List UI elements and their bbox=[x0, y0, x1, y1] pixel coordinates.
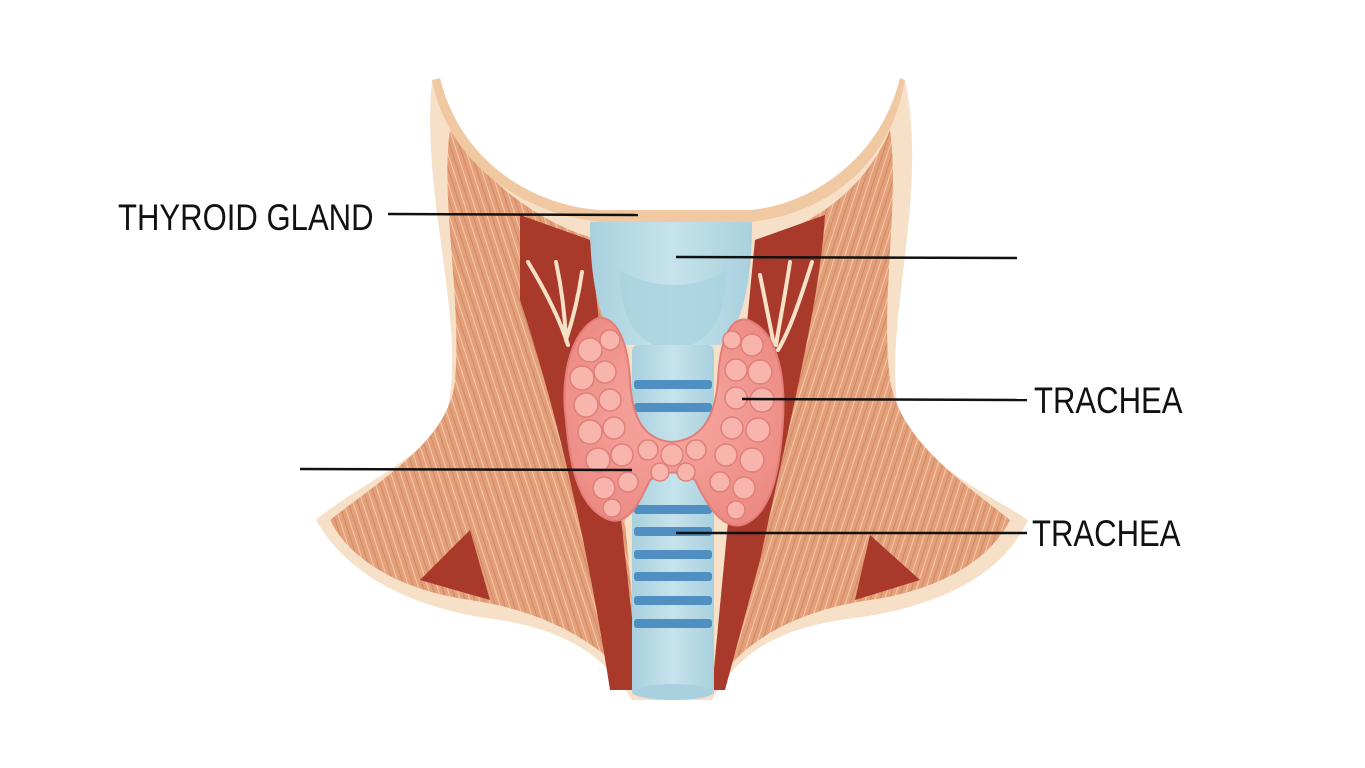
trachea-tube bbox=[632, 345, 714, 695]
trachea-cartilage-rings bbox=[634, 380, 712, 628]
leader-line-trachea-upper bbox=[741, 397, 1028, 402]
leader-line-thyroid-gland bbox=[387, 212, 639, 217]
trachea-lower-label: TRACHEA bbox=[1032, 513, 1181, 554]
thyroid-lobules bbox=[569, 329, 775, 520]
trachea-bottom bbox=[632, 684, 714, 700]
leader-line-unlabeled-upper-right bbox=[675, 255, 1018, 260]
leader-lines bbox=[299, 212, 1028, 535]
trachea-upper-label: TRACHEA bbox=[1034, 380, 1183, 421]
larynx-inner bbox=[620, 270, 726, 350]
leader-line-unlabeled-left bbox=[299, 467, 633, 472]
right-lower-dark-band bbox=[855, 535, 920, 600]
left-lower-dark-band bbox=[420, 530, 490, 600]
nerve-branches bbox=[526, 260, 814, 352]
thyroid-gland-label: THYROID GLAND bbox=[118, 197, 374, 238]
